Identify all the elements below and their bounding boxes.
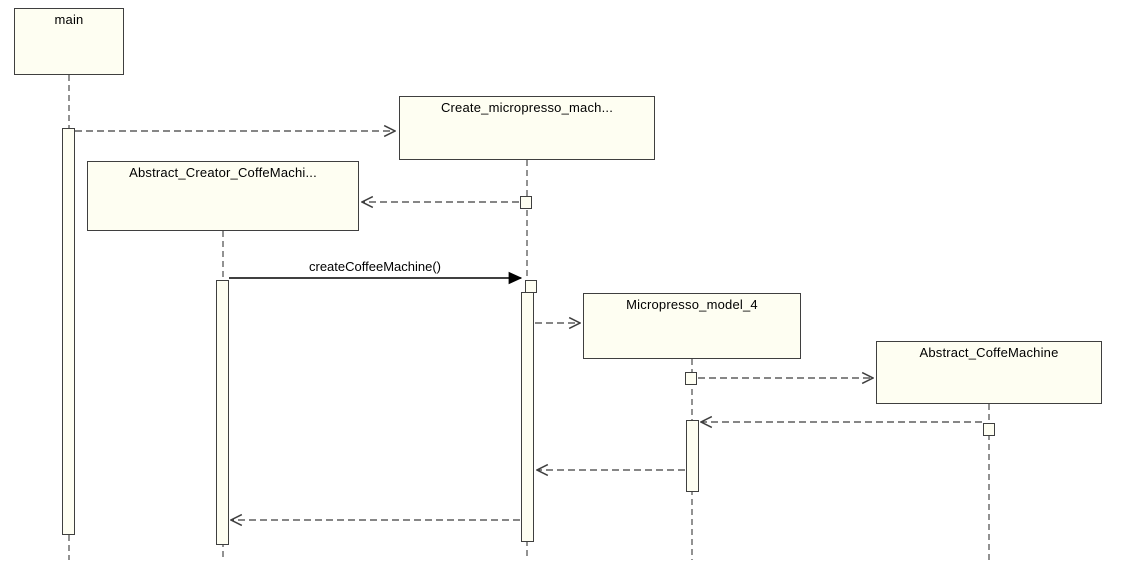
- object-label-abstract-coffemachine: Abstract_CoffeMachine: [919, 345, 1059, 360]
- activation-abstract-creator[interactable]: [216, 280, 229, 545]
- activation-micropresso-small[interactable]: [685, 372, 697, 385]
- object-label-abstract-creator: Abstract_Creator_CoffeMachi...: [129, 165, 317, 180]
- object-label-create-micropresso: Create_micropresso_mach...: [440, 100, 614, 115]
- activation-abstract-coffemachine-small[interactable]: [983, 423, 995, 436]
- activation-create-micropresso-small-1[interactable]: [520, 196, 532, 209]
- object-box-main[interactable]: main: [14, 8, 124, 75]
- object-label-micropresso-model: Micropresso_model_4: [626, 297, 758, 312]
- activation-micropresso[interactable]: [686, 420, 699, 492]
- object-box-micropresso-model[interactable]: Micropresso_model_4: [583, 293, 801, 359]
- activation-create-micropresso[interactable]: [521, 292, 534, 542]
- object-box-abstract-creator[interactable]: Abstract_Creator_CoffeMachi...: [87, 161, 359, 231]
- object-box-create-micropresso[interactable]: Create_micropresso_mach...: [399, 96, 655, 160]
- object-box-abstract-coffemachine[interactable]: Abstract_CoffeMachine: [876, 341, 1102, 404]
- activation-main[interactable]: [62, 128, 75, 535]
- object-label-main: main: [54, 12, 84, 27]
- message-label-create-coffee-machine: createCoffeeMachine(): [309, 259, 441, 274]
